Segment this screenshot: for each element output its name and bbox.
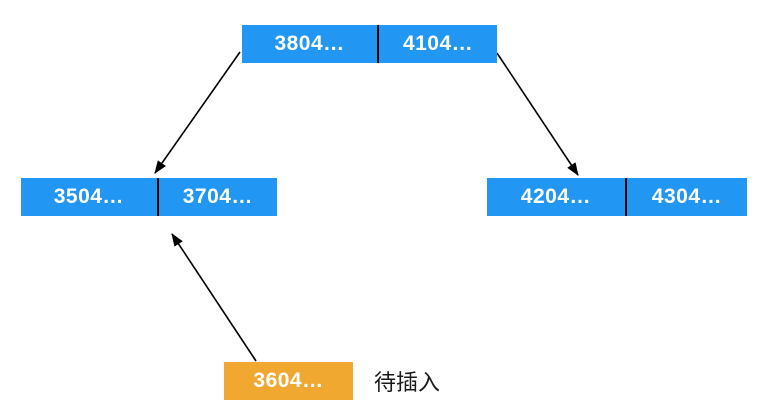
key-cell: 4104… — [379, 25, 497, 63]
node-pending-insert: 3604… — [224, 362, 353, 400]
arrow-pending-to-left-leaf — [171, 233, 257, 362]
key-cell: 3704… — [158, 178, 277, 216]
cell-divider — [377, 25, 380, 63]
key-cell: 4304… — [626, 178, 747, 216]
node-root: 3804… 4104… — [242, 25, 497, 63]
key-cell: 3804… — [242, 25, 378, 63]
arrow-root-to-left-leaf — [154, 51, 241, 174]
key-cell: 4204… — [487, 178, 625, 216]
arrow-root-to-right-leaf — [496, 52, 579, 176]
pending-label: 待插入 — [374, 370, 441, 395]
node-left-leaf: 3504… 3704… — [21, 178, 277, 216]
key-cell: 3604… — [224, 362, 353, 400]
key-cell: 3504… — [21, 178, 157, 216]
node-right-leaf: 4204… 4304… — [487, 178, 747, 216]
cell-divider — [624, 178, 627, 216]
cell-divider — [156, 178, 159, 216]
